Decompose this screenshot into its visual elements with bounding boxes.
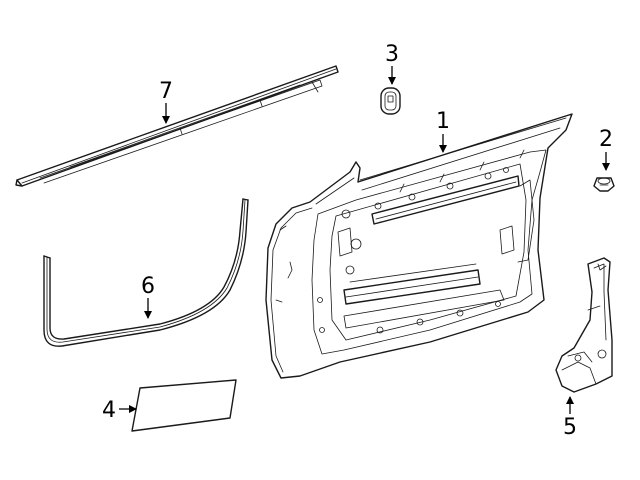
part-1-door-shell <box>265 113 573 379</box>
callout-6: 6 <box>141 274 155 299</box>
part-6-door-weatherstrip <box>43 198 249 347</box>
callout-1: 1 <box>436 109 450 134</box>
callout-7: 7 <box>159 79 173 104</box>
part-3-clip <box>380 87 401 115</box>
callout-5: 5 <box>563 415 577 440</box>
part-2-nut <box>593 177 615 192</box>
part-4-sheet <box>131 379 237 432</box>
callout-arrows <box>119 66 610 414</box>
callout-2: 2 <box>599 127 613 152</box>
callout-3: 3 <box>385 42 399 67</box>
part-5-bracket <box>555 257 613 393</box>
part-7-belt-weatherstrip <box>15 65 339 187</box>
callout-4: 4 <box>102 398 116 423</box>
